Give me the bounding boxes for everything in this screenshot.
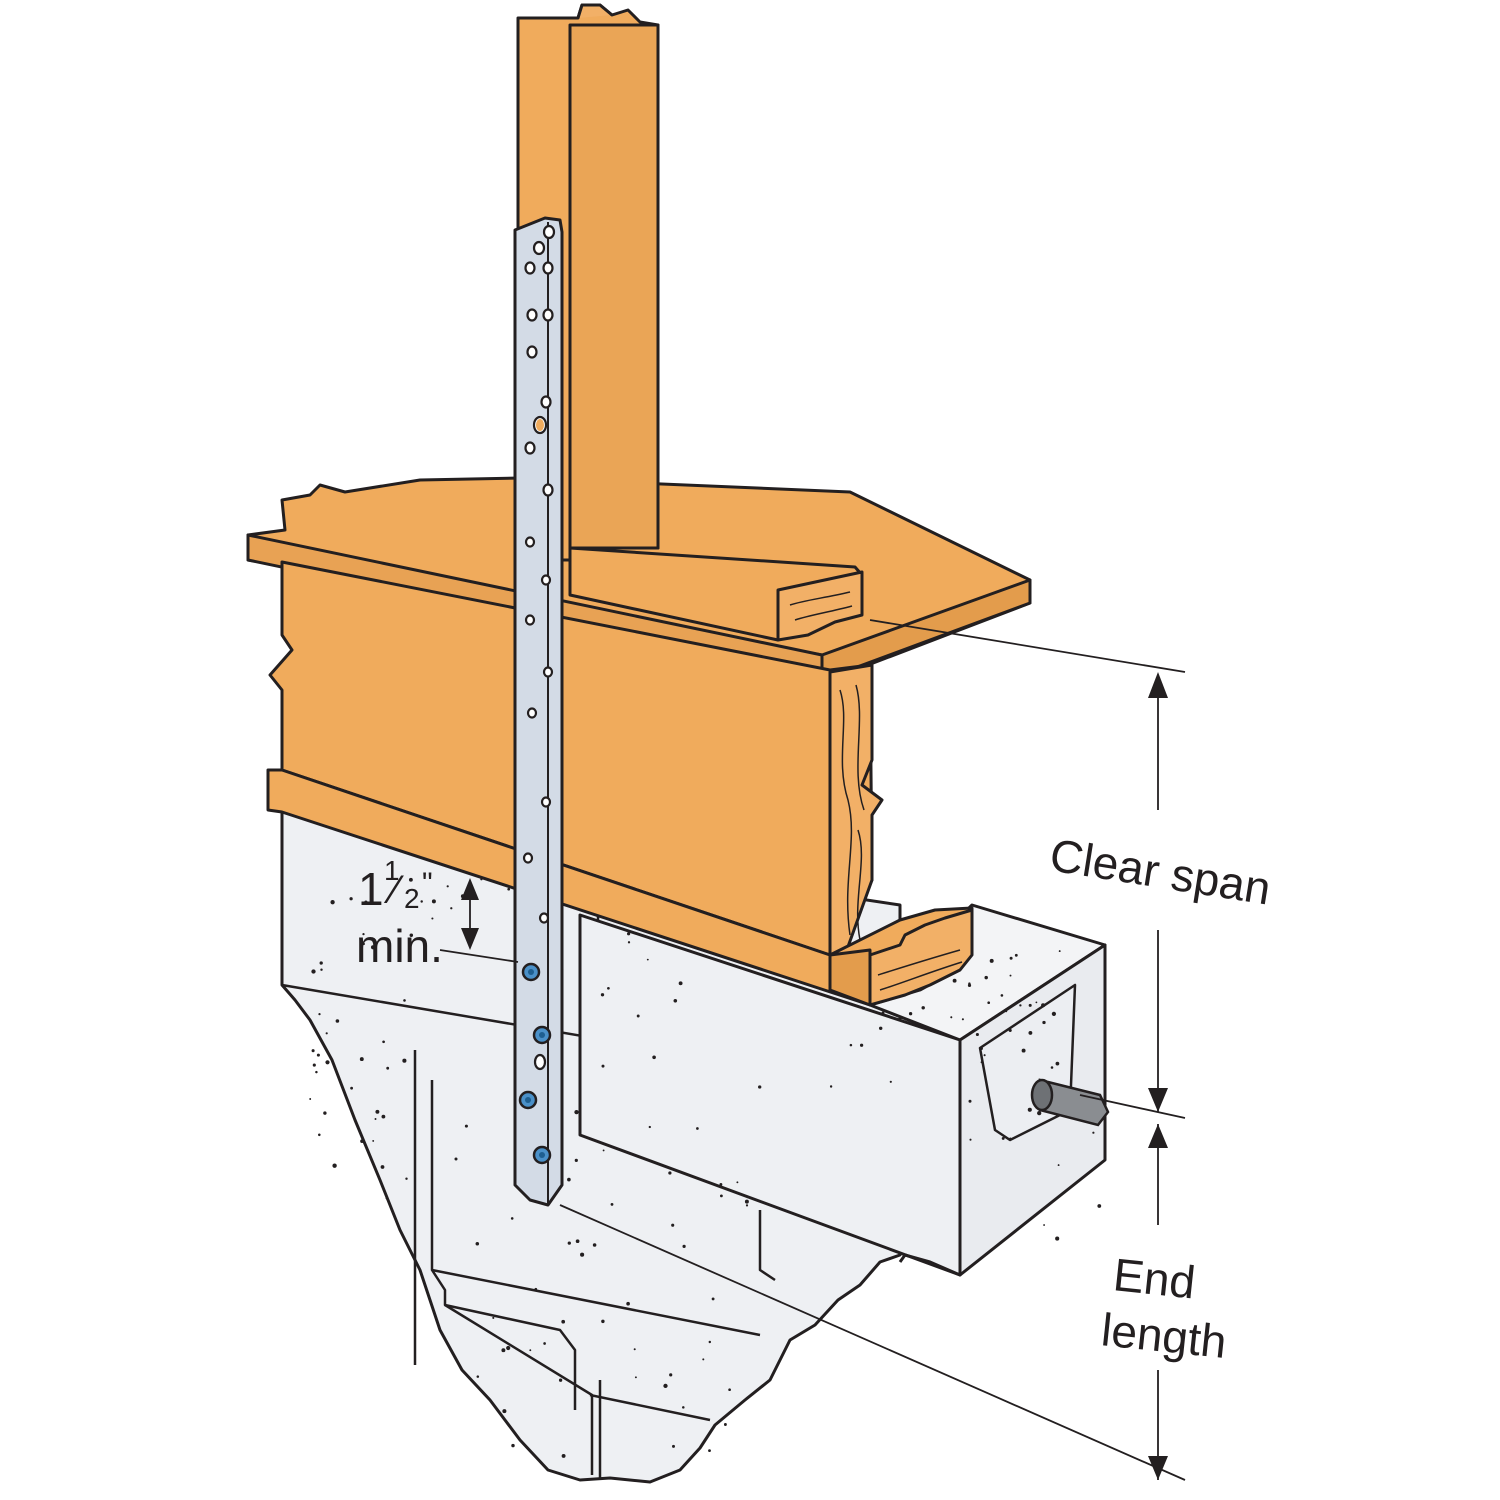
end-length-line2: length bbox=[1099, 1303, 1229, 1368]
min-fraction-den: 2 bbox=[404, 883, 420, 914]
label-clear-span: Clear span bbox=[1046, 829, 1274, 915]
min-fraction-num: 1 bbox=[384, 855, 400, 886]
steel-strap-tie bbox=[513, 216, 564, 1207]
dimension-arrows bbox=[461, 672, 1168, 1480]
strap-nail-holes bbox=[522, 224, 556, 1071]
min-unit: " bbox=[422, 867, 433, 900]
anchor-bolt bbox=[1030, 1078, 1110, 1127]
label-end-length: End length bbox=[1099, 1248, 1229, 1368]
min-whole: 1 bbox=[358, 863, 384, 915]
end-length-line1: End bbox=[1111, 1248, 1198, 1308]
strap-anchor-bolts bbox=[518, 962, 552, 1165]
min-word: min. bbox=[356, 920, 443, 972]
wood-grain bbox=[839, 684, 865, 941]
label-min-embedment: 1 1 ⁄ 2 " min. bbox=[356, 855, 443, 972]
